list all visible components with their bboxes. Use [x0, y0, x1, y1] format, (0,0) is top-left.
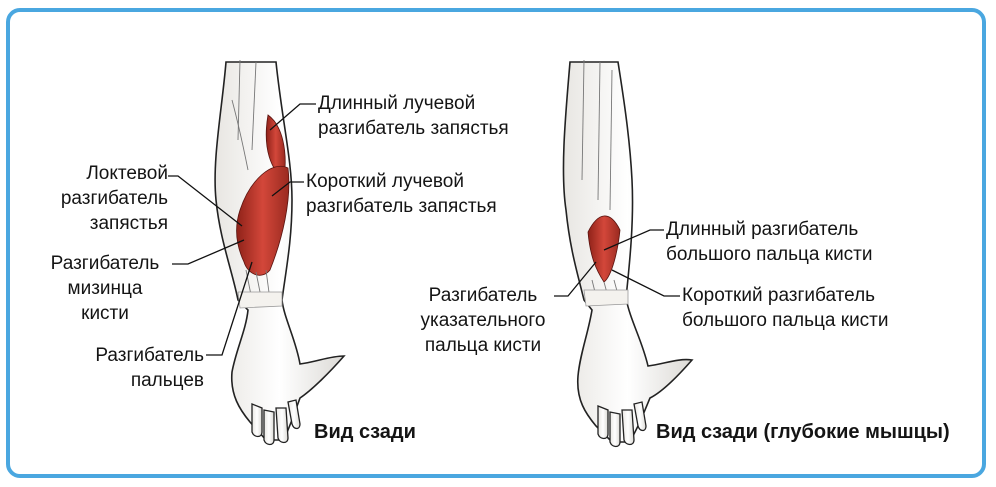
label-digiti-minimi-extensor: Разгибатель мизинца кисти — [40, 251, 170, 326]
label-digitorum-extensor: Разгибатель пальцев — [60, 343, 204, 393]
label-short-radial-extensor: Короткий лучевой разгибатель запястья — [306, 169, 497, 219]
caption-left: Вид сзади — [314, 421, 416, 444]
label-indicis-extensor: Разгибатель указательного пальца кисти — [408, 283, 558, 358]
left-wrist-band — [238, 292, 282, 308]
label-short-thumb-extensor: Короткий разгибатель большого пальца кис… — [682, 283, 889, 333]
label-ulnar-extensor: Локтевой разгибатель запястья — [40, 161, 168, 236]
label-long-thumb-extensor: Длинный разгибатель большого пальца кист… — [666, 217, 873, 267]
label-long-radial-extensor: Длинный лучевой разгибатель запястья — [318, 91, 509, 141]
right-wrist-band — [584, 290, 628, 306]
caption-right: Вид сзади (глубокие мышцы) — [656, 421, 950, 444]
